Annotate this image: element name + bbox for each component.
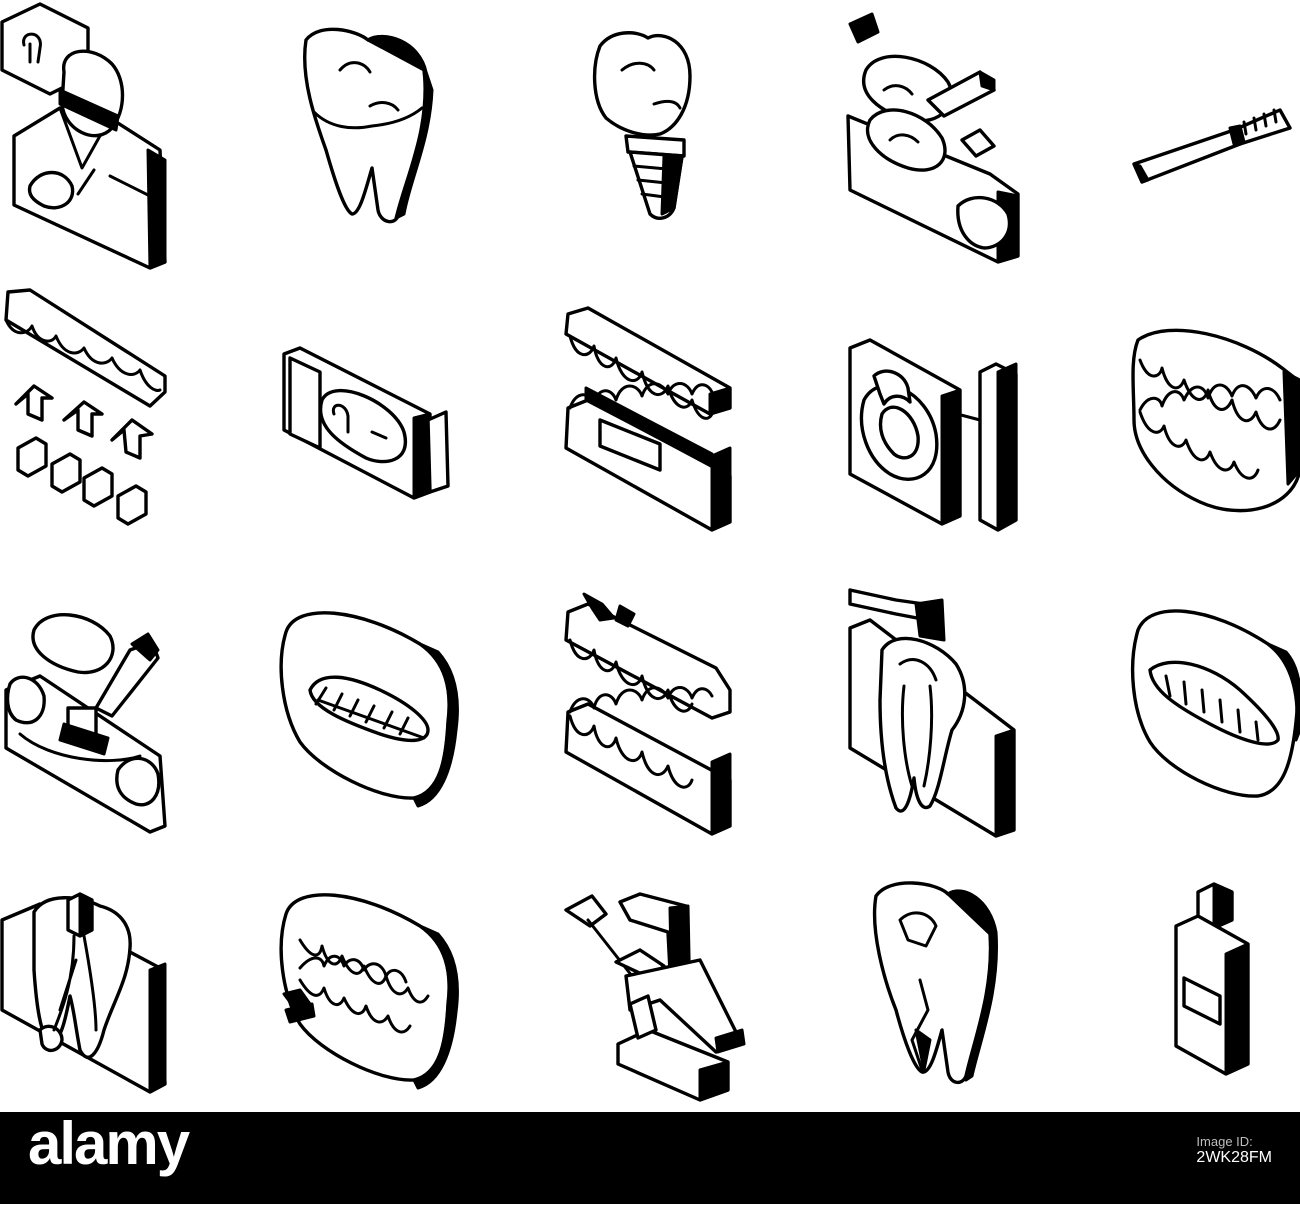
tooth-whitening-boxes-icon xyxy=(4,288,167,526)
image-id-label: Image ID: xyxy=(1196,1134,1253,1149)
dental-chair-icon xyxy=(564,892,746,1102)
mouth-guard-icon xyxy=(279,893,459,1090)
tooth-root-drill-icon xyxy=(848,588,1016,838)
broken-teeth-icon xyxy=(564,592,732,836)
dental-floss-icon xyxy=(848,338,1018,532)
image-id-value: 2WK28FM xyxy=(1196,1149,1272,1166)
brand-name: alamy xyxy=(28,1120,190,1177)
molar-tooth-icon xyxy=(303,27,434,224)
brand-logo: alamy xyxy=(28,1120,206,1182)
toothpaste-tube-icon xyxy=(282,346,450,500)
cracked-tooth-icon xyxy=(872,881,999,1084)
tooth-brushing-icon xyxy=(4,613,167,834)
denture-icon xyxy=(1131,328,1300,513)
mouthwash-bottle-icon xyxy=(1174,882,1250,1076)
dental-implant-icon xyxy=(592,31,692,220)
footer-bar: alamy Image ID: 2WK28FM xyxy=(0,1112,1300,1204)
aligner-icon xyxy=(279,611,459,808)
retainer-icon xyxy=(1130,609,1300,798)
teeth-cleaning-icon xyxy=(846,12,1020,264)
icon-grid xyxy=(0,2,1300,1102)
braces-teeth-icon xyxy=(564,306,732,532)
root-canal-icon xyxy=(0,892,167,1094)
toothbrush-icon xyxy=(1132,108,1292,184)
image-id-block: Image ID: 2WK28FM xyxy=(1196,1134,1272,1167)
dentist-icon xyxy=(0,2,167,270)
